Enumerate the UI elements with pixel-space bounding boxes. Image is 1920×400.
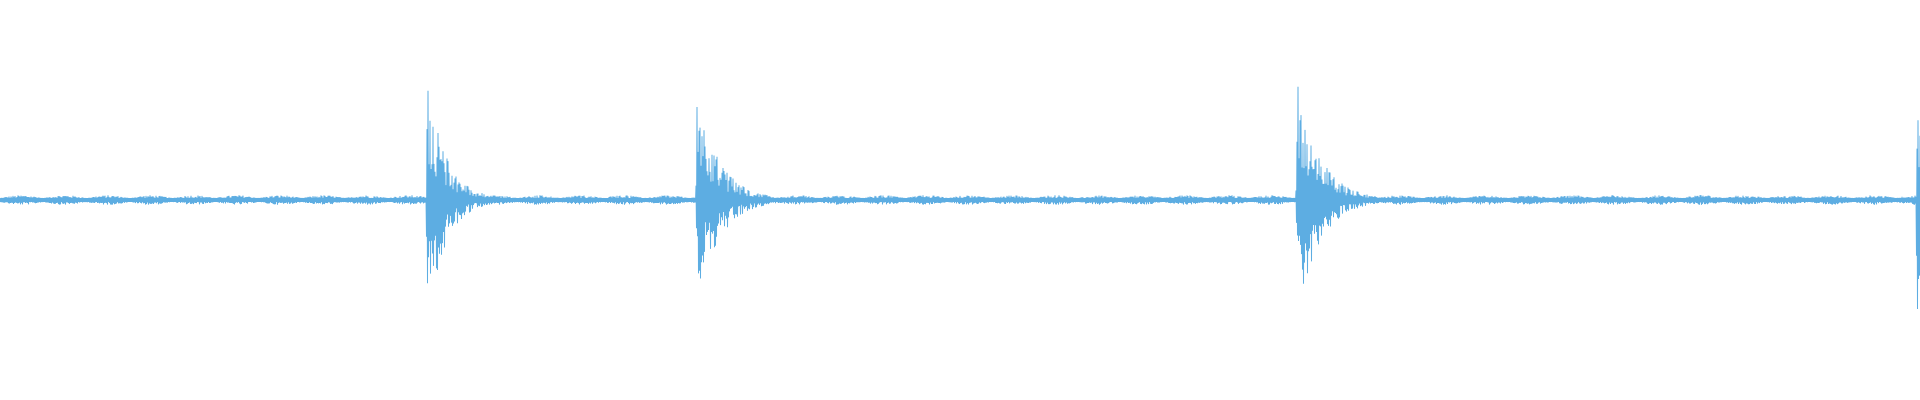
waveform-signal — [0, 86, 1920, 310]
